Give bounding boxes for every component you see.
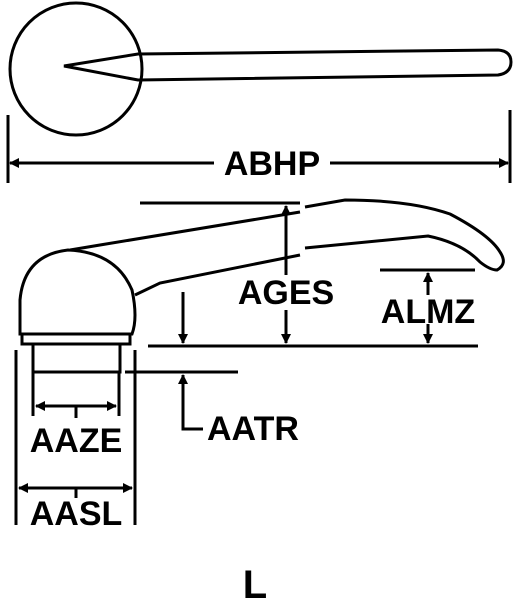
side-view — [18, 198, 505, 374]
top-view — [8, 1, 513, 137]
label-thread-length: AATR — [207, 410, 299, 448]
dimension-tip-height — [380, 268, 475, 344]
label-base-diameter: AASL — [30, 495, 123, 533]
dimension-lever-height — [140, 201, 478, 348]
dimension-hub-diameters — [14, 350, 137, 525]
dimension-thread-length — [125, 292, 238, 431]
label-overall-length: ABHP — [224, 145, 320, 183]
top-view-knob-circle — [8, 1, 144, 137]
side-view-hub — [31, 342, 122, 374]
dimension-overall-length — [6, 110, 512, 183]
label-tip-height: ALMZ — [381, 293, 475, 331]
side-view-lever-upper — [69, 210, 301, 252]
label-hub-diameter: AAZE — [30, 422, 123, 460]
label-lever-height: AGES — [238, 274, 334, 312]
style-letter: L — [243, 563, 267, 607]
side-view-lever-lower — [134, 253, 301, 297]
top-view-lever — [63, 48, 513, 82]
side-view-lever-upper-right — [304, 198, 505, 272]
side-view-knob — [18, 248, 137, 336]
dimension-leader-up — [178, 374, 203, 431]
